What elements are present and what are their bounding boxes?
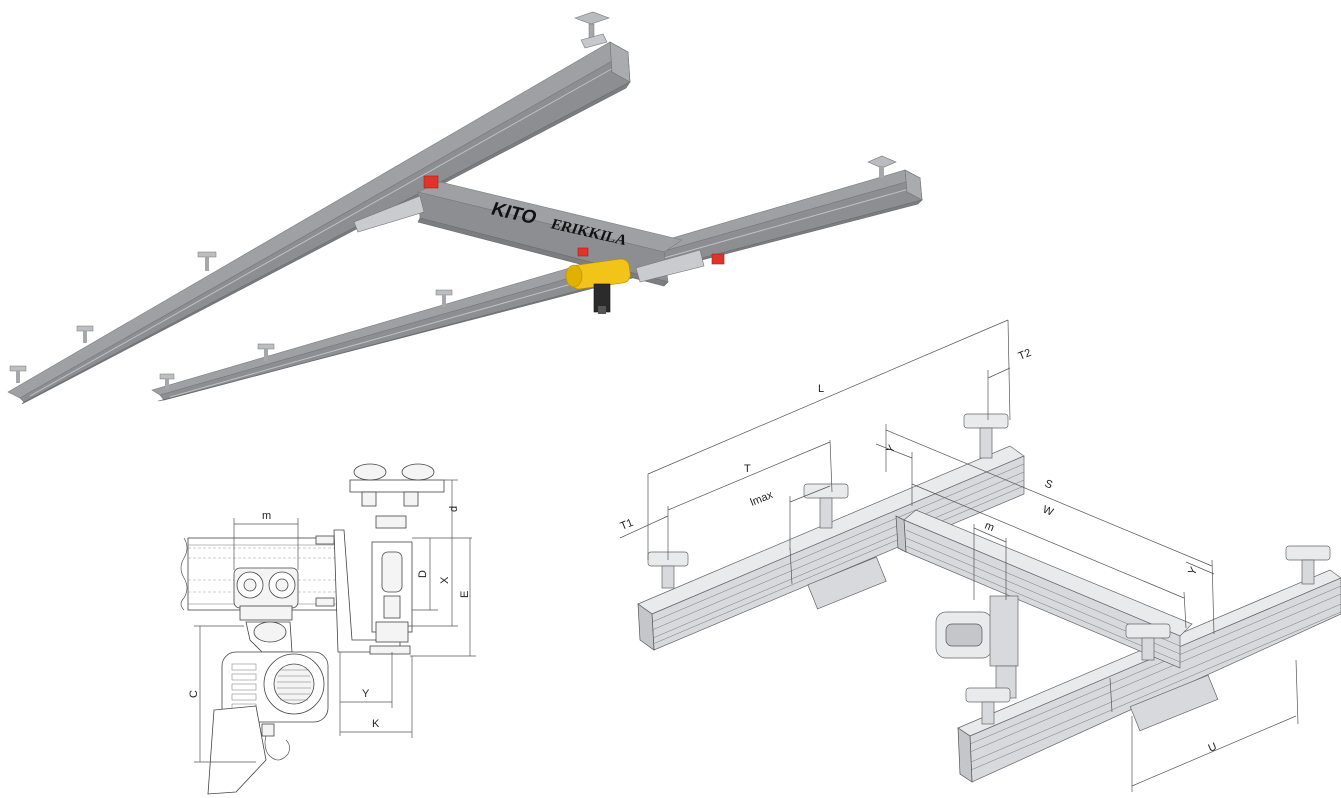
dim-label-W: W — [1041, 504, 1056, 519]
dim-label-C: C — [188, 690, 200, 698]
red-clamp-back — [423, 175, 439, 189]
electric-chain-hoist — [565, 258, 631, 314]
dim-label-E: E — [459, 591, 471, 598]
dim-label-S: S — [1043, 478, 1054, 492]
dim-label-T: T — [744, 463, 751, 475]
dim-label-X: X — [439, 576, 451, 584]
dim-label-d: d — [448, 506, 460, 512]
red-clamp-mid — [577, 247, 589, 257]
iso-bridge — [895, 509, 1193, 669]
runway-rail-front — [151, 169, 923, 402]
dim-label-m-iso: m — [983, 520, 996, 535]
dim-label-U: U — [1207, 741, 1219, 755]
side-dimensions: m d D X E C Y — [188, 479, 476, 763]
ceiling-hangers-back — [9, 11, 610, 383]
dim-label-T2: T2 — [1017, 347, 1033, 363]
runway-rail-back — [7, 41, 631, 405]
iso-hangers — [647, 413, 1331, 725]
iso-plan-drawing: L T2 T T1 lmax Y S — [619, 319, 1341, 792]
crane-render: KITO ERIKKILA — [7, 11, 923, 405]
dim-label-Y-right: Y — [1186, 565, 1200, 578]
dim-label-L: L — [818, 383, 824, 395]
hoist-body — [207, 621, 329, 795]
red-clamp-front — [711, 253, 725, 265]
dim-label-Y-top: Y — [884, 443, 898, 456]
motor-fins — [277, 669, 311, 701]
side-section-drawing: m d D X E C Y — [180, 463, 476, 795]
dim-label-D: D — [417, 570, 429, 578]
trolley-wheels — [233, 567, 299, 621]
dim-label-K: K — [372, 718, 380, 730]
dim-label-Y-side: Y — [362, 688, 370, 700]
iso-dimensions: L T2 T T1 lmax Y S — [619, 319, 1299, 792]
iso-runway-left — [637, 445, 1025, 651]
dim-label-T1: T1 — [619, 517, 635, 533]
ceiling-hangers-front — [159, 155, 897, 389]
ceiling-clamp — [349, 463, 445, 655]
dim-label-lmax: lmax — [749, 489, 775, 509]
dim-label-m-side: m — [262, 510, 271, 522]
iso-hoist — [935, 595, 1019, 699]
